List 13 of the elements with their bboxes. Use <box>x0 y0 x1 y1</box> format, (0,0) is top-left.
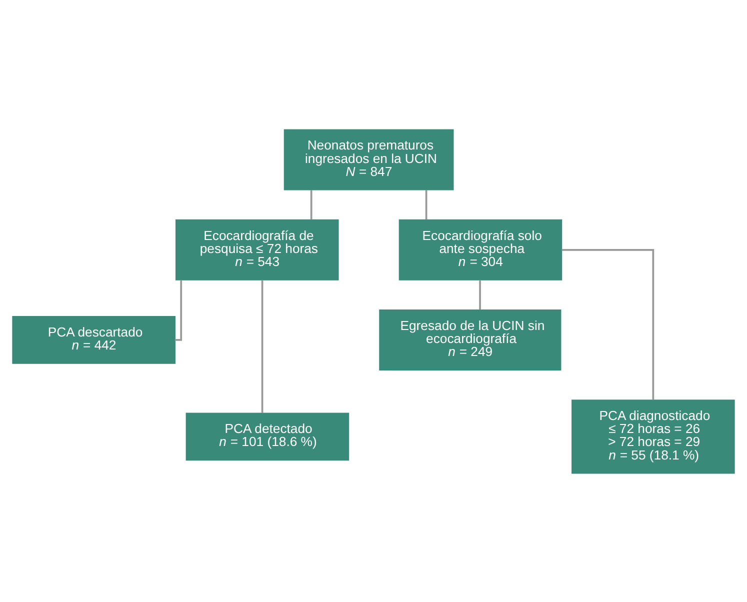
connector <box>310 190 312 220</box>
connector <box>261 280 264 413</box>
node-box: PCA detectado n = 101 (18.6 %) <box>186 412 350 460</box>
connector <box>175 280 182 340</box>
node-box: Ecocardiografía solo ante sospecha n = 304 <box>398 218 562 280</box>
node-box: PCA descartado n = 442 <box>12 316 176 364</box>
connector <box>479 280 481 310</box>
node-box: Egresado de la UCIN sin ecocardiografía n = 249 <box>379 308 562 370</box>
node-box: Ecocardiografía de pesquisa ≤ 72 horas n = 543 <box>175 218 339 280</box>
connector <box>425 190 428 220</box>
node-box: Neonatos prematuros ingresados en la UCIN N = 847 <box>284 128 454 190</box>
node-box: PCA diagnosticado ≤ 72 horas = 26 > 72 horas = 29 n = 55 (18.1 %) <box>572 399 735 474</box>
connector <box>562 248 654 400</box>
